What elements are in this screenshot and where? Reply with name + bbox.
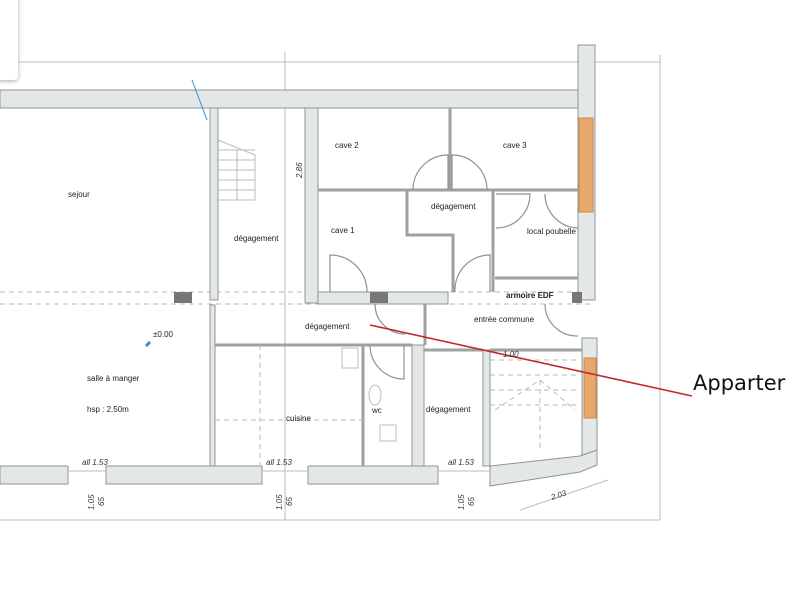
dimension-stair-width: 1.00 xyxy=(503,350,519,359)
room-label-local-poubelle: local poubelle xyxy=(527,227,576,236)
window-allege-2: all 1.53 xyxy=(266,458,292,467)
window-width-3: 65 xyxy=(467,497,476,506)
arrow-marker-icon xyxy=(191,79,208,121)
highlighted-wall xyxy=(583,357,597,419)
room-label-cave-1: cave 1 xyxy=(331,226,355,235)
room-label-degagement: dégagement xyxy=(431,202,476,211)
highlighted-wall xyxy=(578,117,594,213)
dimension-wall-height: 2.86 xyxy=(295,162,304,179)
room-label-cuisine: cuisine xyxy=(286,414,311,423)
walls xyxy=(0,44,598,487)
window-height-2: 1.05 xyxy=(275,494,284,510)
room-label-degagement: dégagement xyxy=(305,322,350,331)
room-label-cave-3: cave 3 xyxy=(503,141,527,150)
room-label-armoire-edf: armoire EDF xyxy=(506,291,554,300)
room-label-cave-2: cave 2 xyxy=(335,141,359,150)
callout-line xyxy=(369,324,693,397)
fixtures xyxy=(341,347,397,442)
window-height-3: 1.05 xyxy=(457,494,466,510)
window-allege-3: all 1.53 xyxy=(448,458,474,467)
window-height-1: 1.05 xyxy=(87,494,96,510)
level-label: ±0.00 xyxy=(153,330,174,339)
callout-label: Apparter xyxy=(693,371,786,395)
doors xyxy=(329,154,579,380)
room-label-salle-a-manger: salle à manger xyxy=(87,374,140,383)
room-label-degagement: dégagement xyxy=(426,405,471,414)
ceiling-height-label: hsp : 2.50m xyxy=(87,405,129,414)
frame-lines xyxy=(0,52,661,521)
room-label-entree-commune: entrée commune xyxy=(474,315,535,324)
window-allege-1: all 1.53 xyxy=(82,458,108,467)
window-width-2: 65 xyxy=(285,497,294,506)
room-label-sejour: sejour xyxy=(68,190,90,199)
corner-card xyxy=(0,0,18,80)
room-label-degagement: dégagement xyxy=(234,234,279,243)
room-label-wc: wc xyxy=(371,406,382,415)
partitions xyxy=(215,108,582,466)
window-width-1: 65 xyxy=(97,497,106,506)
level-marker-icon xyxy=(145,341,151,347)
dimension-diagonal: 2.03 xyxy=(549,488,568,502)
stairs xyxy=(215,139,580,466)
diagonal-dimension-line xyxy=(519,479,609,511)
